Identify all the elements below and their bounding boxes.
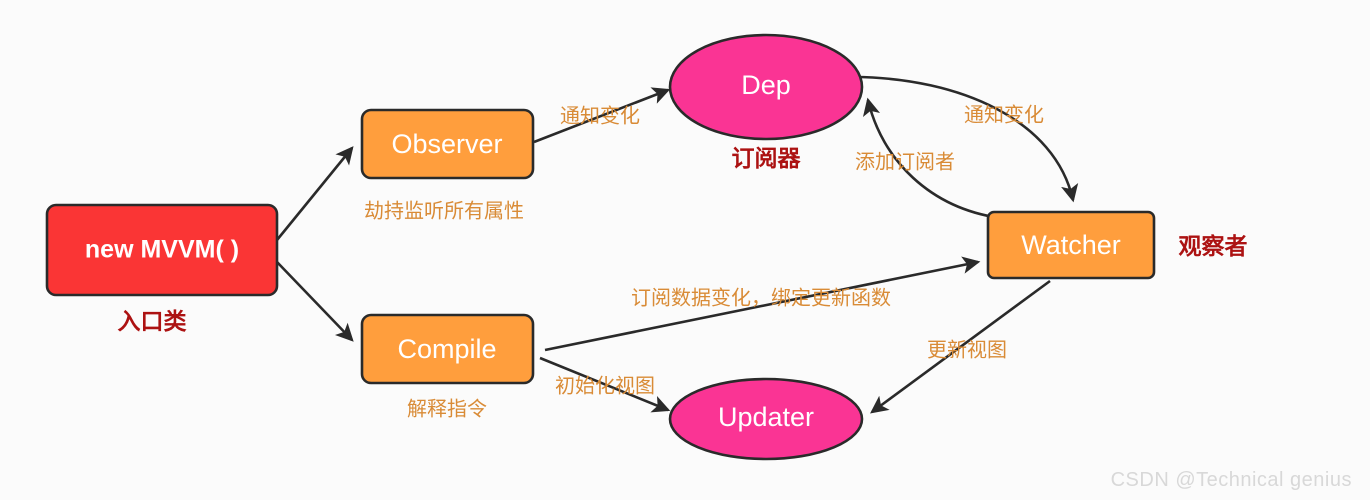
captions-group: 入口类 劫持监听所有属性 解释指令 订阅器 观察者 <box>118 145 1248 420</box>
node-observer[interactable]: Observer <box>360 108 535 180</box>
node-watcher-label: Watcher <box>1021 230 1121 260</box>
node-updater[interactable]: Updater <box>668 377 864 461</box>
edge-mvvm-compile <box>276 261 354 342</box>
caption-watcher: 观察者 <box>1179 233 1248 259</box>
node-compile[interactable]: Compile <box>360 313 535 385</box>
node-compile-shape[interactable] <box>360 313 535 385</box>
edge-label-compile-updater: 初始化视图 <box>555 374 655 397</box>
node-compile-label: Compile <box>397 334 496 364</box>
node-observer-shape[interactable] <box>360 108 535 180</box>
caption-observer: 劫持监听所有属性 <box>364 199 524 222</box>
node-mvvm[interactable]: new MVVM( ) <box>45 203 279 297</box>
edge-watcher-updater <box>870 279 1051 414</box>
caption-mvvm: 入口类 <box>118 308 187 334</box>
edge-label-watcher-dep: 添加订阅者 <box>855 150 955 173</box>
node-mvvm-shape[interactable] <box>45 203 279 297</box>
node-dep[interactable]: Dep <box>668 33 864 141</box>
csdn-watermark: CSDN @Technical genius <box>1110 469 1352 491</box>
edge-dep-watcher <box>854 75 1079 203</box>
node-mvvm-label: new MVVM( ) <box>85 236 239 264</box>
node-observer-label: Observer <box>391 129 502 159</box>
edge-label-watcher-updater: 更新视图 <box>927 338 1007 361</box>
edge-compile-watcher <box>544 256 981 352</box>
edge-label-observer-dep: 通知变化 <box>560 104 640 127</box>
edge-compile-updater <box>539 356 671 413</box>
nodes-group: new MVVM( ) Observer Compile Watcher Dep <box>45 33 1156 461</box>
node-watcher-shape[interactable] <box>986 210 1156 280</box>
node-dep-shape[interactable] <box>668 33 864 141</box>
node-watcher[interactable]: Watcher <box>986 210 1156 280</box>
edge-mvvm-observer <box>275 146 354 241</box>
edge-label-compile-watcher: 订阅数据变化，绑定更新函数 <box>631 286 891 309</box>
caption-dep: 订阅器 <box>732 145 802 171</box>
edge-watcher-dep <box>862 97 1001 220</box>
node-updater-label: Updater <box>718 402 814 432</box>
edges-group <box>275 75 1079 414</box>
edge-observer-dep <box>533 87 671 144</box>
edge-label-dep-watcher: 通知变化 <box>964 103 1044 126</box>
caption-compile: 解释指令 <box>407 397 487 420</box>
node-updater-shape[interactable] <box>668 377 864 461</box>
node-dep-label: Dep <box>741 70 791 100</box>
edge-labels-group: 通知变化 通知变化 添加订阅者 订阅数据变化，绑定更新函数 初始化视图 更新视图 <box>555 103 1044 397</box>
